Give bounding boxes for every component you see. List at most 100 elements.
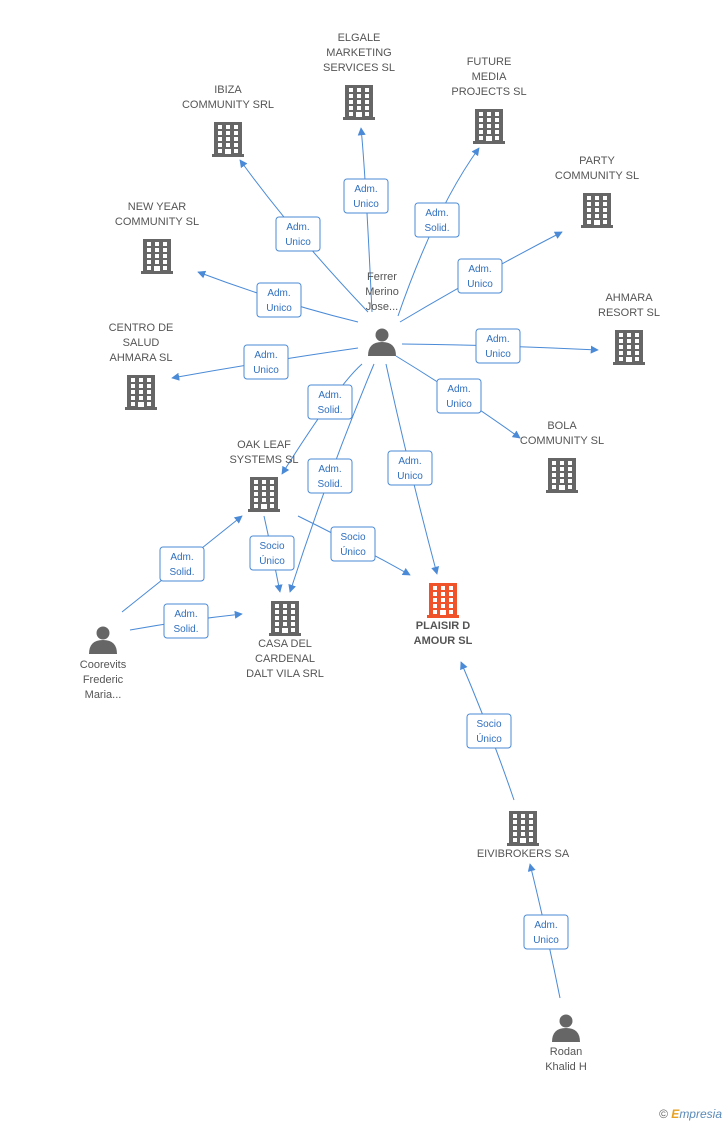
role-badge[interactable]: Adm.Solid. (159, 546, 205, 582)
node-label: Ferrer (367, 271, 397, 283)
role-badge-text: Unico (485, 349, 511, 360)
role-badge-text: Único (340, 545, 366, 558)
role-badge-box (275, 216, 321, 252)
building-icon (269, 601, 301, 636)
copyright-icon: © (659, 1107, 668, 1121)
role-badge-box (307, 384, 353, 420)
role-badge-text: Solid. (317, 405, 342, 416)
role-badge[interactable]: Adm.Unico (436, 378, 482, 414)
node-label: MARKETING (326, 47, 391, 59)
node-label: RESORT SL (598, 307, 660, 319)
role-badge[interactable]: Adm.Unico (256, 282, 302, 318)
role-badge-text: Solid. (317, 479, 342, 490)
node-label: SERVICES SL (323, 62, 395, 74)
brand-name: mpresia (679, 1107, 722, 1121)
node-newyear[interactable]: NEW YEAR COMMUNITY SL (115, 201, 199, 274)
role-badge-box (436, 378, 482, 414)
role-badge-text: Adm. (354, 184, 377, 195)
node-label: IBIZA (214, 84, 242, 96)
role-badge-text: Adm. (468, 264, 491, 275)
building-icon (343, 85, 375, 120)
role-badge[interactable]: Adm.Unico (457, 258, 503, 294)
building-icon (613, 330, 645, 365)
node-label: Khalid H (545, 1061, 587, 1073)
role-badge-box (163, 603, 209, 639)
building-icon (141, 239, 173, 274)
nodes-layer: FerrerMerinoJose...ELGALEMARKETINGSERVIC… (80, 32, 660, 1073)
role-badge-text: Adm. (486, 334, 509, 345)
node-label: CARDENAL (255, 653, 315, 665)
node-label: NEW YEAR (128, 201, 187, 213)
node-label: PROJECTS SL (451, 86, 526, 98)
role-badge-text: Unico (446, 399, 472, 410)
building-icon (581, 193, 613, 228)
role-badge[interactable]: Adm. Solid. (307, 458, 353, 494)
node-label: PARTY (579, 155, 615, 167)
node-label: Merino (365, 286, 399, 298)
node-label: PLAISIR D (416, 620, 470, 632)
role-badge[interactable]: Adm. Unico (475, 328, 521, 364)
role-badge-text: Adm. (534, 920, 557, 931)
person-icon (89, 626, 117, 654)
roles-layer: Adm.UnicoAdm.Solid.Adm.UnicoAdm.UnicoAdm… (159, 178, 569, 950)
node-coorevits[interactable]: CoorevitsFredericMaria... (80, 626, 127, 702)
role-badge-text: Adm. (398, 456, 421, 467)
role-badge-box (243, 344, 289, 380)
role-badge-box (466, 713, 512, 749)
role-badge-box (249, 535, 295, 571)
role-badge[interactable]: Adm. Unico (387, 450, 433, 486)
role-badge[interactable]: Adm.Unico (275, 216, 321, 252)
role-badge-box (256, 282, 302, 318)
node-elgale[interactable]: ELGALE MARKETING SERVICES SL (323, 32, 395, 120)
role-badge-box (414, 202, 460, 238)
role-badge-text: Solid. (173, 624, 198, 635)
node-label: AHMARA (605, 292, 653, 304)
node-label: EIVIBROKERS SA (477, 848, 570, 860)
building-icon (248, 477, 280, 512)
node-ferrer[interactable]: FerrerMerinoJose... (365, 271, 399, 356)
role-badge-text: Solid. (424, 223, 449, 234)
node-eivibrokers[interactable]: EIVIBROKERS SA (477, 811, 570, 860)
role-badge-text: Adm. (318, 390, 341, 401)
role-badge-text: Adm. (267, 288, 290, 299)
role-badge[interactable]: Adm.Unico (243, 344, 289, 380)
node-label: SYSTEMS SL (229, 454, 298, 466)
role-badge-text: Adm. (318, 464, 341, 475)
role-badge[interactable]: Adm. Unico (343, 178, 389, 214)
person-icon (552, 1014, 580, 1042)
node-ibiza[interactable]: IBIZA COMMUNITY SRL (182, 84, 274, 157)
node-label: ELGALE (338, 32, 381, 44)
building-icon (212, 122, 244, 157)
person-icon (368, 328, 396, 356)
role-badge-text: Unico (353, 199, 379, 210)
role-badge-text: Unico (397, 471, 423, 482)
role-badge-text: Unico (533, 935, 559, 946)
node-label: AHMARA SL (110, 352, 173, 364)
node-label: COMMUNITY SL (115, 216, 199, 228)
role-badge-text: Socio (340, 532, 365, 543)
role-badge-box (457, 258, 503, 294)
node-label: COMMUNITY SL (520, 435, 604, 447)
role-badge[interactable]: Adm. Unico (523, 914, 569, 950)
node-label: CASA DEL (258, 638, 312, 650)
node-label: COMMUNITY SRL (182, 99, 274, 111)
node-ahmara[interactable]: AHMARA RESORT SL (598, 292, 660, 365)
role-badge[interactable]: Adm.Solid. (163, 603, 209, 639)
node-label: Maria... (85, 689, 122, 701)
role-badge[interactable]: Adm. Solid. (307, 384, 353, 420)
node-label: Coorevits (80, 659, 127, 671)
role-badge[interactable]: Adm.Solid. (414, 202, 460, 238)
role-badge-text: Único (259, 554, 285, 567)
